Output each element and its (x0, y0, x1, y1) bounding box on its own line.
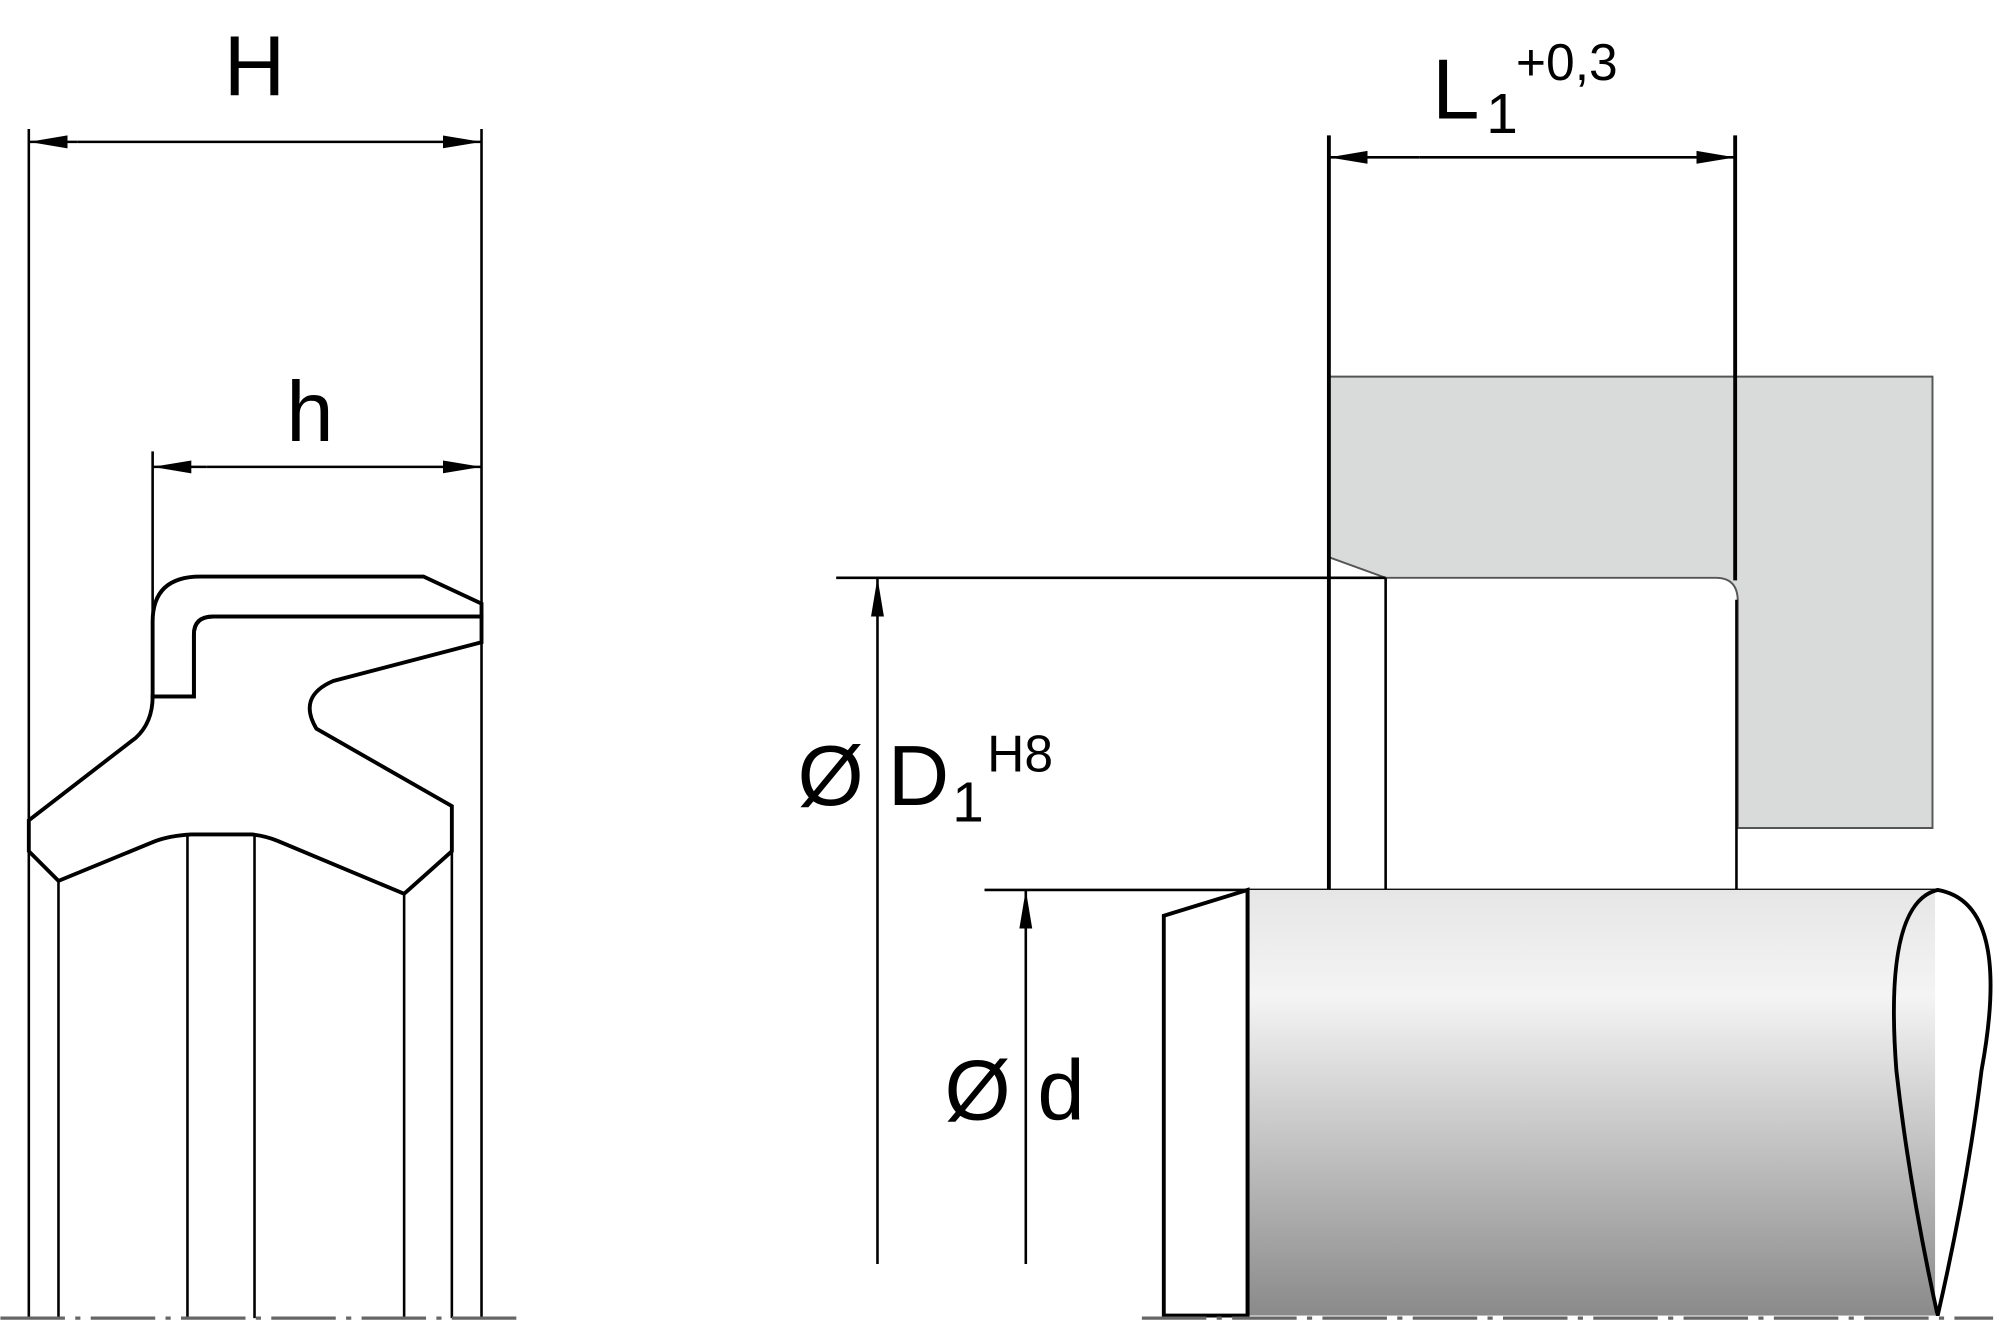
rod-chamfer (1161, 887, 1250, 1318)
label-H: H (224, 19, 285, 114)
label-D1-sub: 1 (952, 772, 984, 835)
label-D1-diameter-symbol: Ø (798, 729, 864, 824)
rod-end-face (1891, 887, 1993, 1316)
seal-profile (26, 614, 484, 897)
label-D1: Ø D 1 H8 (798, 724, 1054, 834)
label-d: Ø d (945, 1044, 1085, 1139)
label-D1-main: D (888, 729, 949, 824)
housing (1327, 375, 1934, 829)
label-d-diameter-symbol: Ø (945, 1044, 1011, 1139)
rod (1247, 889, 1936, 1316)
label-L1-tolerance: +0,3 (1516, 33, 1618, 91)
label-D1-tolerance: H8 (987, 724, 1053, 782)
label-h: h (286, 365, 333, 460)
label-d-main: d (1037, 1044, 1084, 1139)
label-L1: L 1 +0,3 (1432, 33, 1618, 146)
label-L1-main: L (1432, 43, 1479, 138)
seal-inner-lines (57, 835, 454, 1319)
installation-view: L 1 +0,3 Ø D 1 H8 Ø d (798, 33, 1994, 1320)
label-L1-sub: 1 (1486, 83, 1518, 146)
backup-ring (150, 574, 484, 699)
seal-cross-section: H h (0, 19, 519, 1320)
